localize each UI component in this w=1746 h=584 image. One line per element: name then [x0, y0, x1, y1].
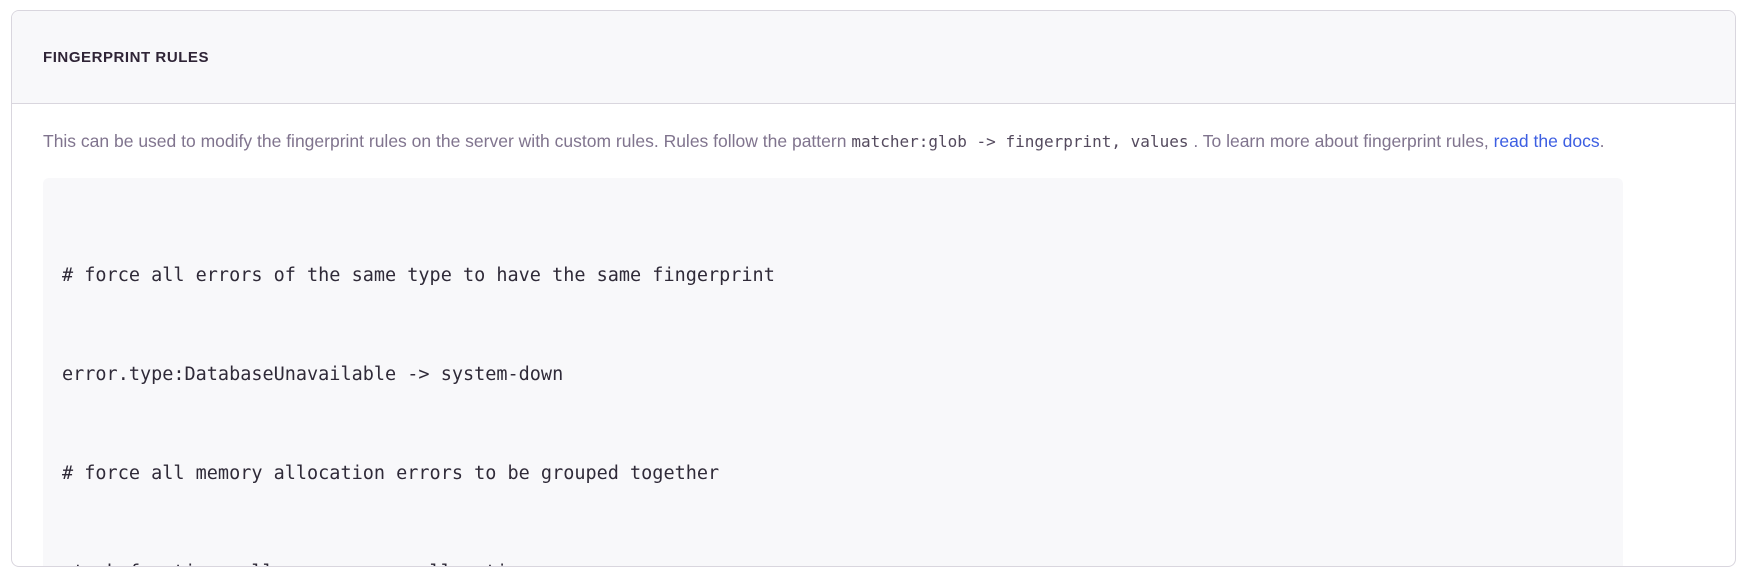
page-title: FINGERPRINT RULES	[43, 48, 210, 66]
read-the-docs-link[interactable]: read the docs	[1493, 131, 1600, 151]
description-mid-text: . To learn more about fingerprint rules,	[1188, 131, 1494, 151]
code-sample-line: stack.function:malloc -> memory-allocati…	[62, 556, 1604, 566]
fingerprint-rules-panel: FINGERPRINT RULES This can be used to mo…	[11, 10, 1736, 567]
description-lead-text: This can be used to modify the fingerpri…	[43, 131, 852, 151]
panel-body: This can be used to modify the fingerpri…	[12, 104, 1735, 566]
code-sample-line: # force all memory allocation errors to …	[62, 463, 720, 484]
panel-description: This can be used to modify the fingerpri…	[43, 126, 1704, 157]
inline-code-pattern: matcher:glob -> fingerprint, values	[851, 132, 1189, 151]
description-tail-text: .	[1599, 131, 1605, 151]
code-sample-block: # force all errors of the same type to h…	[43, 178, 1623, 566]
panel-header: FINGERPRINT RULES	[12, 11, 1735, 104]
code-sample-line: error.type:DatabaseUnavailable -> system…	[62, 364, 564, 385]
code-sample-line: # force all errors of the same type to h…	[62, 265, 775, 286]
